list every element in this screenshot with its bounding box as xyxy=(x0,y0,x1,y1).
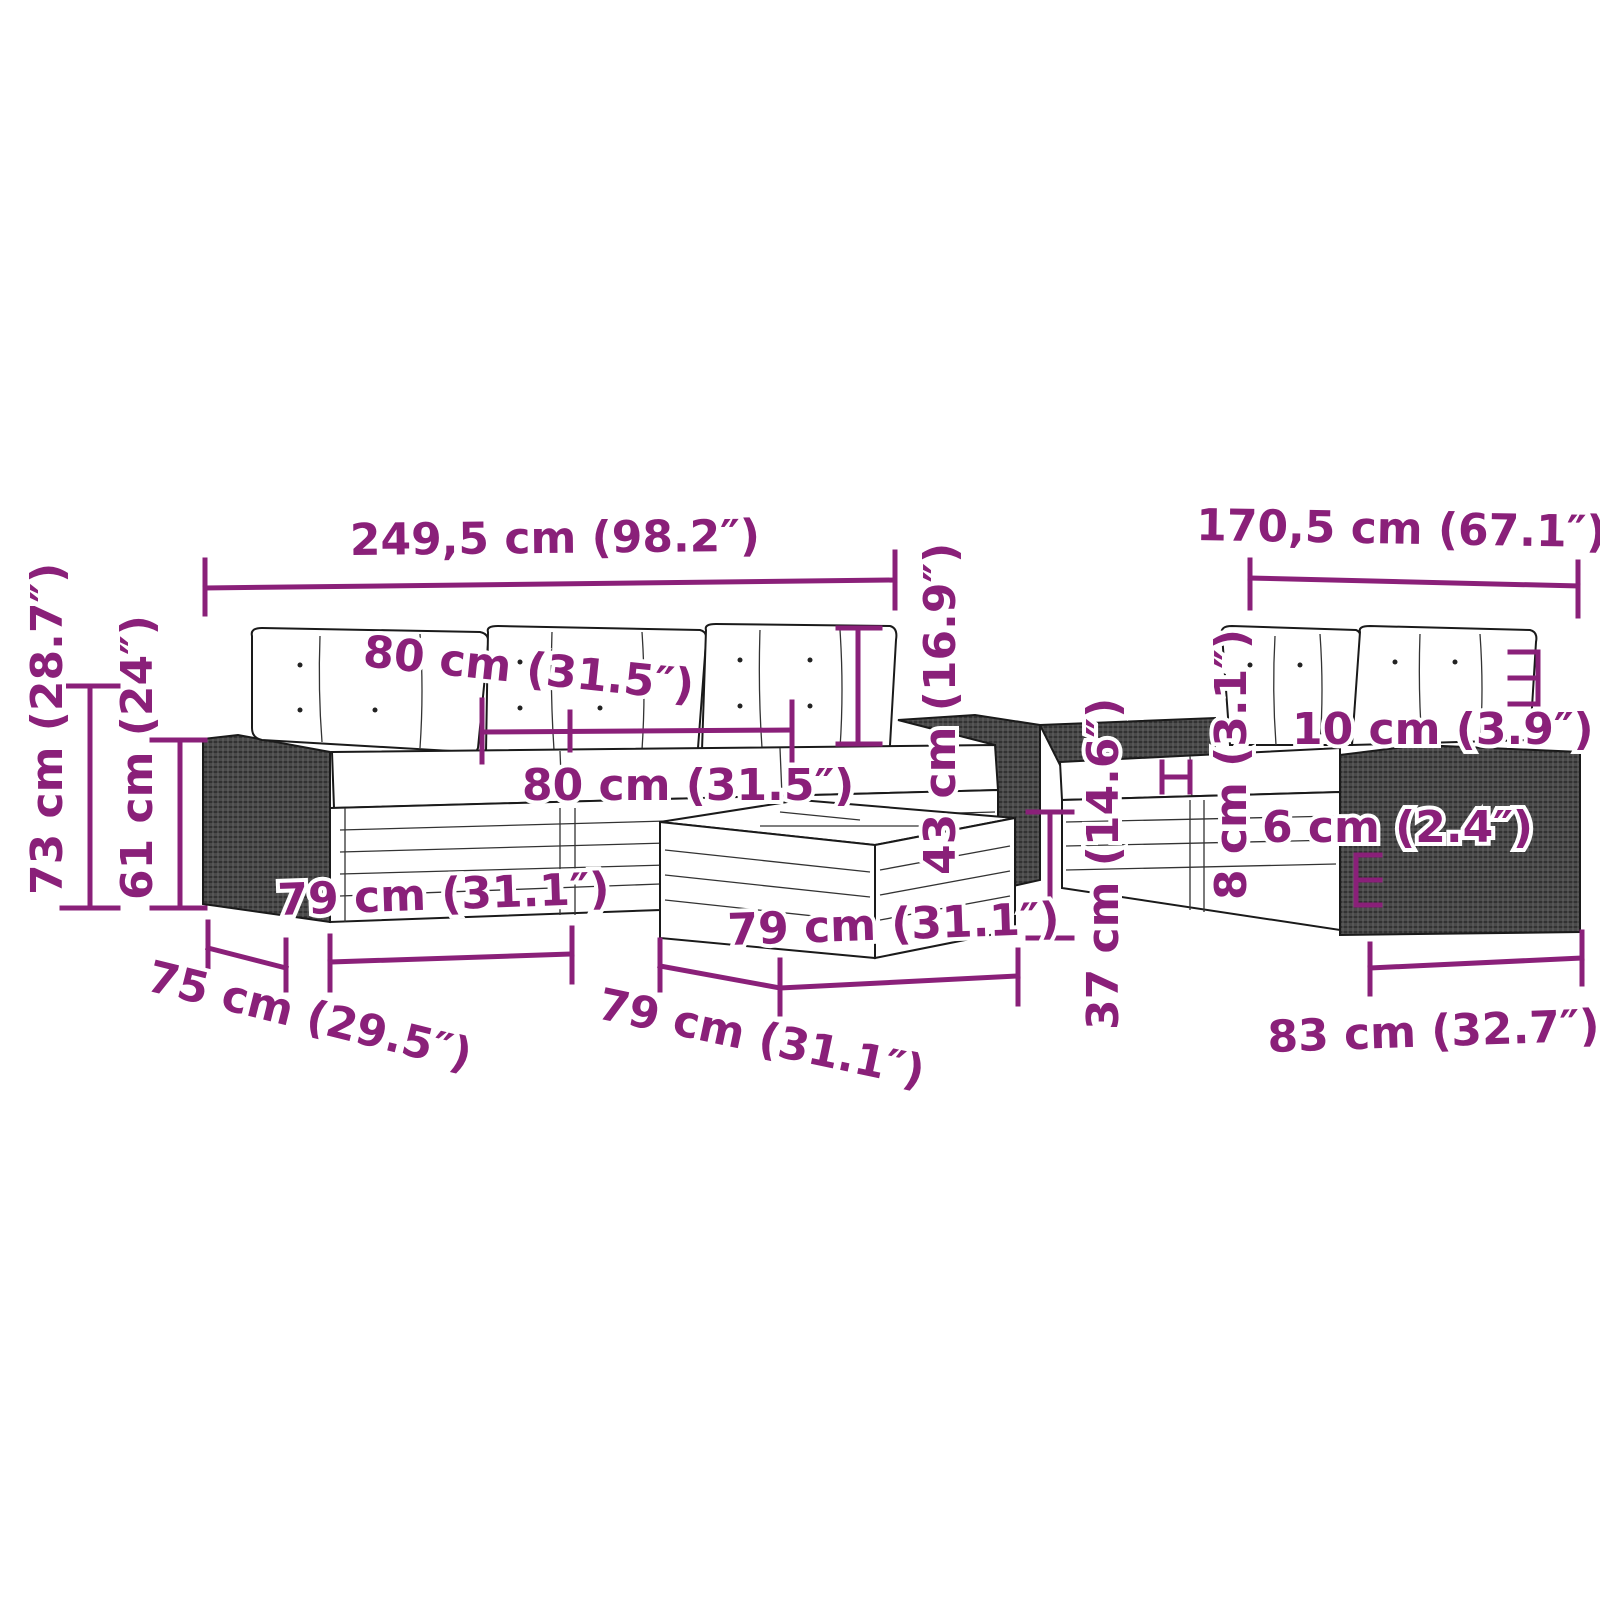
label-backrest-height: 43 cm (16.9″) xyxy=(915,543,966,875)
label-table-height: 37 cm (14.6″) xyxy=(1078,698,1129,1030)
back-cushion-left xyxy=(250,626,490,754)
label-armrest-height: 61 cm (24″) xyxy=(112,615,163,900)
coffee-table-illustration xyxy=(659,798,1016,960)
label-corner-width: 79 cm (31.1″) xyxy=(277,863,611,926)
back-cushion-seams xyxy=(297,629,843,751)
armchair-right-armrest xyxy=(1339,743,1581,937)
dimension-lines xyxy=(59,549,1585,1017)
label-total-height: 73 cm (28.7″) xyxy=(22,563,73,895)
armchair-set-illustration xyxy=(1038,624,1581,937)
label-chair-depth: 83 cm (32.7″) xyxy=(1267,1000,1600,1063)
label-sofa-seat-width-lower: 80 cm (31.5″) xyxy=(522,760,854,811)
label-leg-height: 6 cm (2.4″) xyxy=(1262,802,1533,853)
label-chair-width: 170,5 cm (67.1″) xyxy=(1196,500,1600,558)
table-side xyxy=(874,816,1016,960)
label-table-width: 79 cm (31.1″) xyxy=(727,893,1061,956)
label-cushion-back-thickness: 10 cm (3.9″) xyxy=(1292,704,1594,755)
label-table-depth: 79 cm (31.1″) xyxy=(594,979,930,1098)
label-sofa-width: 249,5 cm (98.2″) xyxy=(350,511,761,566)
armchair-back-cushion-right xyxy=(1350,624,1538,747)
label-sofa-depth: 75 cm (29.5″) xyxy=(142,951,477,1081)
label-cushion-seat-thickness: 8 cm (3.1″) xyxy=(1206,629,1257,900)
